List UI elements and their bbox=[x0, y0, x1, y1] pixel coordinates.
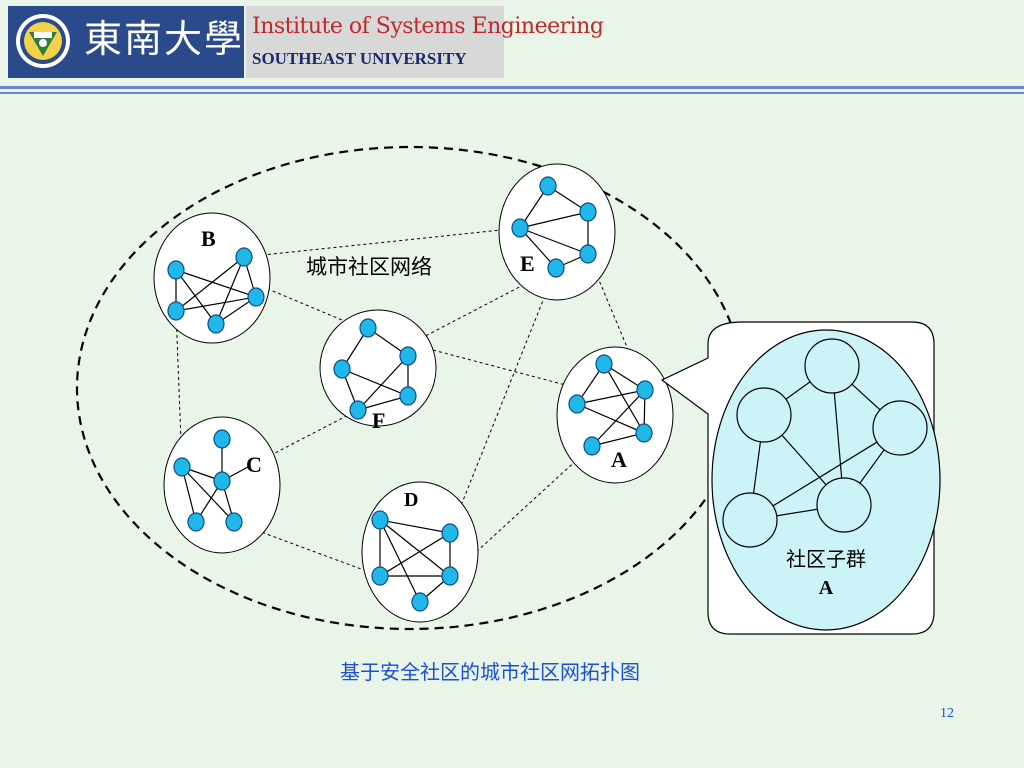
university-seal-icon bbox=[16, 14, 70, 68]
community-d: D bbox=[361, 481, 479, 623]
institute-title: Institute of Systems Engineering bbox=[252, 14, 604, 39]
subgroup-callout: 社区子群 A bbox=[660, 321, 941, 635]
figure-caption: 基于安全社区的城市社区网拓扑图 bbox=[340, 660, 640, 684]
university-name: 東南大學 bbox=[84, 17, 245, 61]
community-b: B bbox=[153, 212, 271, 344]
community-c: C bbox=[163, 416, 281, 554]
community-a: A bbox=[556, 346, 674, 484]
community-label-d: D bbox=[404, 489, 418, 511]
header-rule-thin bbox=[0, 92, 1024, 94]
institute-subtitle: SOUTHEAST UNIVERSITY bbox=[252, 49, 467, 68]
callout-label: 社区子群 bbox=[786, 547, 866, 571]
callout-sublabel: A bbox=[819, 577, 834, 599]
community-label-c: C bbox=[246, 452, 262, 477]
community-e: E bbox=[498, 163, 616, 301]
community-label-e: E bbox=[520, 251, 535, 276]
network-label: 城市社区网络 bbox=[306, 255, 432, 279]
community-label-f: F bbox=[372, 408, 385, 433]
header-rule bbox=[0, 86, 1024, 89]
community-label-b: B bbox=[201, 226, 216, 251]
institute-panel bbox=[246, 6, 504, 78]
community-f: F bbox=[319, 309, 437, 433]
header-bar: 東南大學 Institute of Systems Engineering SO… bbox=[0, 0, 1024, 94]
page-number: 12 bbox=[940, 706, 954, 721]
community-label-a: A bbox=[611, 447, 627, 472]
